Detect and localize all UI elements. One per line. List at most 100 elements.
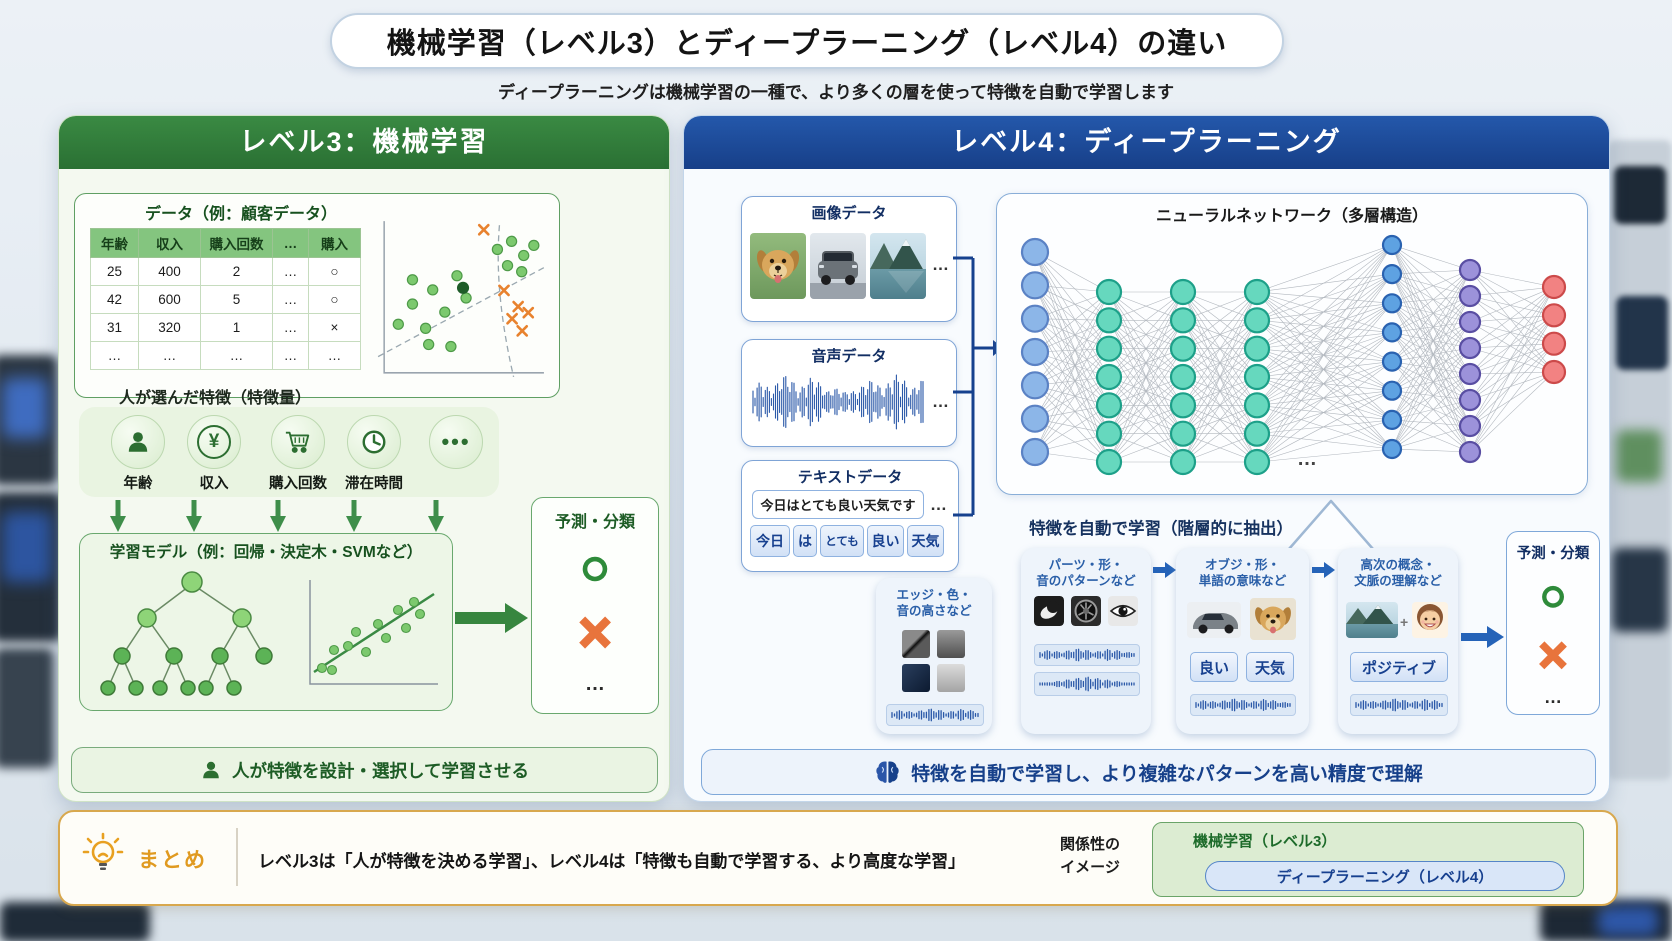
col-purchases: 購入回数 <box>200 228 273 258</box>
model-card-title: 学習モデル（例：回帰・決定木・SVMなど） <box>109 544 423 561</box>
cross-mark: × <box>1537 627 1568 683</box>
level4-footer-text: 特徴を自動で学習し、より複雑なパターンを高い精度で理解 <box>911 763 1423 785</box>
stage-edges-colors: エッジ・色・音の高さなど <box>876 578 992 734</box>
audio-more: … <box>932 392 949 411</box>
token-chip: 天気 <box>907 525 944 557</box>
more-mark: … <box>1544 687 1562 707</box>
background-left-desk <box>0 648 54 768</box>
token-chip: とても <box>820 525 864 557</box>
relationship-outer-box: 機械学習（レベル3） ディープラーニング（レベル4） <box>1152 822 1584 897</box>
features-strip: 年齢 ¥ 収入 購入回数 滞在時間 ••• <box>79 407 499 497</box>
relationship-outer-label: 機械学習（レベル3） <box>1193 833 1337 850</box>
person-icon <box>128 432 148 452</box>
image-data-card: 画像データ … <box>741 196 957 322</box>
cross-mark: × <box>577 600 613 665</box>
background-left-screen-glow-2 <box>2 512 52 582</box>
person-icon <box>203 761 219 779</box>
stage-arrow <box>1153 562 1176 578</box>
network-ellipsis: … <box>1297 448 1317 470</box>
smiling-face <box>1412 602 1448 638</box>
mountain-thumb <box>1346 602 1398 638</box>
summary-bar: まとめ レベル3は「人が特徴を決める学習」、レベル4は「特徴も自動で学習する、よ… <box>58 810 1618 906</box>
waveform-tile <box>886 704 984 726</box>
sample-sentence: 今日はとても良い天気です <box>752 490 924 519</box>
relationship-inner-box: ディープラーニング（レベル4） <box>1205 861 1565 891</box>
image-data-title: 画像データ <box>811 205 887 222</box>
stage-arrow <box>1312 562 1335 578</box>
level4-footer-bar: 特徴を自動で学習し、より複雑なパターンを高い精度で理解 <box>701 749 1596 795</box>
prediction-title: 予測・分類 <box>554 514 635 531</box>
level3-footer-bar: 人が特徴を設計・選択して学習させる <box>71 747 658 793</box>
stage-to-prediction-arrow <box>1461 626 1504 648</box>
level3-footer-text: 人が特徴を設計・選択して学習させる <box>232 760 529 781</box>
right-arrow-green <box>455 603 528 633</box>
brain-icon <box>876 761 899 783</box>
circle-mark: ○ <box>1538 571 1567 620</box>
features-label: 人が選んだ特徴（特徴量） <box>119 390 312 407</box>
page-subtitle: ディープラーニングは機械学習の一種で、より多くの層を使って特徴を自動で学習します <box>498 83 1174 102</box>
relationship-label: 関係性の イメージ <box>1059 836 1120 876</box>
down-arrow <box>110 500 126 532</box>
regression-plot <box>309 580 438 685</box>
text-data-card: テキストデータ 今日はとても良い天気です … 今日 は とても 良い 天気 <box>741 460 959 572</box>
audio-data-card: 音声データ … <box>741 339 957 447</box>
cart-icon <box>285 431 310 453</box>
feature-income: ¥ 収入 <box>172 415 256 493</box>
prediction-card-left: 予測・分類 ○ × … <box>531 497 659 714</box>
token-chip: は <box>793 525 817 557</box>
stage1-title-line2: 音の高さなど <box>896 604 972 619</box>
learning-model-card: 学習モデル（例：回帰・決定木・SVMなど） <box>79 533 453 711</box>
dog-thumb <box>1250 598 1296 640</box>
ellipsis-icon: ••• <box>441 429 471 454</box>
feature-more: ••• <box>414 415 498 472</box>
gray-tile <box>937 630 965 658</box>
feature-age: 年齢 <box>96 415 180 493</box>
lightbulb-icon <box>82 832 124 870</box>
table-row: …………… <box>90 341 361 370</box>
word-chip: 天気 <box>1246 652 1294 682</box>
shape-blob-icon <box>1034 596 1064 626</box>
prediction-title: 予測・分類 <box>1516 546 1590 562</box>
feature-duration: 滞在時間 <box>332 415 416 493</box>
stage3-title-line1: オブジ・形・ <box>1204 558 1280 572</box>
eye-icon <box>1108 596 1138 626</box>
stage-high-concepts: 高次の概念・文脈の理解など + ポジティブ <box>1338 548 1458 734</box>
token-row: 今日 は とても 良い 天気 <box>750 525 944 557</box>
plus-sign: + <box>1400 614 1409 630</box>
background-bottom-right-glow <box>1598 906 1658 936</box>
background-right-screen-2 <box>1616 296 1668 370</box>
word-chip: 良い <box>1190 652 1238 682</box>
neural-network-diagram <box>1020 234 1567 476</box>
level3-header: レベル3：機械学習 <box>59 116 669 169</box>
auto-feature-label: 特徴を自動で学習（階層的に抽出） <box>1029 520 1293 538</box>
neural-network-card: ニューラルネットワーク（多層構造） … <box>996 193 1588 495</box>
clock-icon <box>362 430 386 454</box>
yen-icon: ¥ <box>197 425 231 459</box>
down-arrow <box>186 500 202 532</box>
text-data-title: テキストデータ <box>797 469 903 486</box>
summary-text: レベル3は「人が特徴を決める学習」、レベル4は「特徴も自動で学習する、より高度な… <box>258 852 966 871</box>
background-left-screen-glow <box>2 378 48 438</box>
stage4-title-line2: 文脈の理解など <box>1354 574 1442 589</box>
background-bottom-left-screen <box>0 902 150 941</box>
token-chip: 良い <box>867 525 904 557</box>
circle-mark: ○ <box>579 539 612 595</box>
callout-pointer <box>1288 499 1374 550</box>
text-more: … <box>930 495 947 514</box>
level3-panel: レベル3：機械学習 データ（例：顧客データ） 年齢 収入 購入回数 … 購入 2… <box>58 115 670 802</box>
decision-tree-diagram <box>100 571 273 696</box>
light-tile <box>937 664 965 692</box>
waveform-envelope-tile <box>1034 672 1140 696</box>
down-arrow <box>270 500 286 532</box>
background-right-screen-1 <box>1614 166 1666 224</box>
car-photo <box>810 233 866 299</box>
page-title: 機械学習（レベル3）とディープラーニング（レベル4）の違い <box>330 13 1284 69</box>
tire-icon <box>1071 596 1101 626</box>
stage2-title-line1: パーツ・形・ <box>1048 558 1124 572</box>
navy-tile <box>902 664 930 692</box>
